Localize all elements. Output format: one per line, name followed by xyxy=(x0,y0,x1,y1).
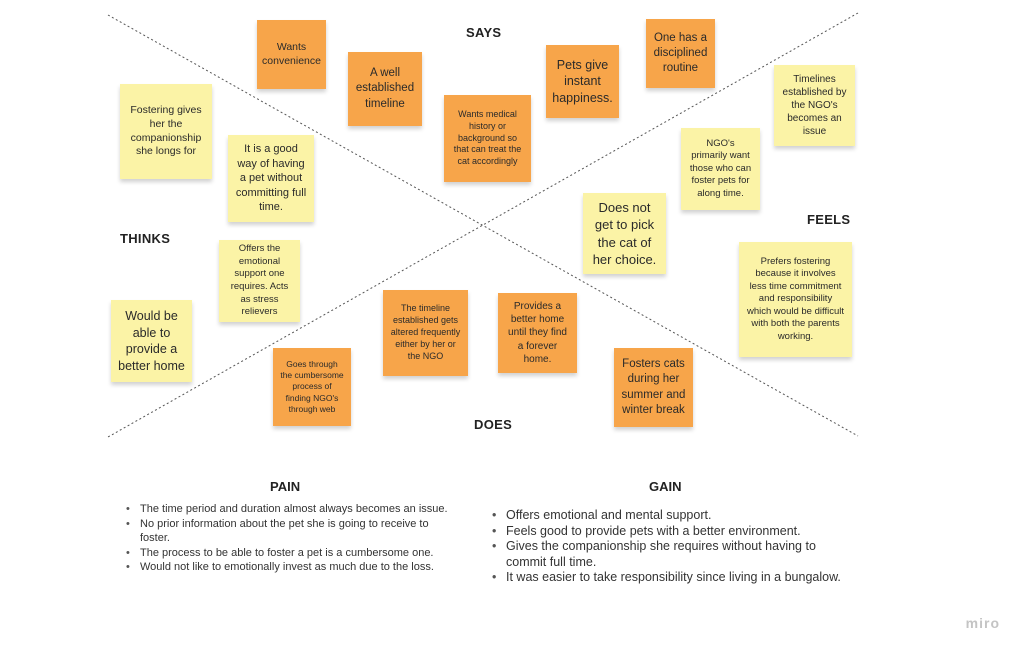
gain-list-item: Feels good to provide pets with a better… xyxy=(492,524,852,540)
pain-list-item: The time period and duration almost alwa… xyxy=(126,502,456,517)
gain-section-title: GAIN xyxy=(649,479,682,494)
sticky-note-text: Pets give instant happiness. xyxy=(552,57,613,105)
sticky-note-text: Provides a better home until they find a… xyxy=(508,301,567,365)
pain-list-item: Would not like to emotionally invest as … xyxy=(126,560,456,575)
gain-list: Offers emotional and mental support. Fee… xyxy=(492,508,852,586)
sticky-note-text: Timelines established by the NGO's becom… xyxy=(782,73,847,138)
sticky-note-text: Wants medical history or background so t… xyxy=(453,108,522,167)
sticky-note[interactable]: A well established timeline xyxy=(348,52,422,126)
sticky-note-text: Wants convenience xyxy=(262,40,321,67)
sticky-note-text: Would be able to provide a better home xyxy=(118,309,185,373)
pain-list: The time period and duration almost alwa… xyxy=(126,502,456,575)
sticky-note-text: Does not get to pick the cat of her choi… xyxy=(592,200,657,267)
sticky-note[interactable]: Would be able to provide a better home xyxy=(111,300,192,382)
sticky-note[interactable]: Offers the emotional support one require… xyxy=(219,240,300,322)
quadrant-label-says: SAYS xyxy=(466,25,502,40)
sticky-note[interactable]: One has a disciplined routine xyxy=(646,19,715,88)
sticky-note[interactable]: Wants medical history or background so t… xyxy=(444,95,531,182)
pain-section-title: PAIN xyxy=(270,479,301,494)
sticky-note[interactable]: The timeline established gets altered fr… xyxy=(383,290,468,376)
sticky-note-text: Prefers fostering because it involves le… xyxy=(747,255,844,342)
sticky-note[interactable]: It is a good way of having a pet without… xyxy=(228,135,314,222)
sticky-note[interactable]: Prefers fostering because it involves le… xyxy=(739,242,852,357)
sticky-note[interactable]: Fostering gives her the companionship sh… xyxy=(120,84,212,179)
sticky-note-text: It is a good way of having a pet without… xyxy=(235,143,307,214)
sticky-note-text: NGO's primarily want those who can foste… xyxy=(689,137,752,199)
sticky-note[interactable]: Wants convenience xyxy=(257,20,326,89)
pain-list-item: No prior information about the pet she i… xyxy=(126,517,456,546)
quadrant-label-does: DOES xyxy=(474,417,513,432)
pain-list-item: The process to be able to foster a pet i… xyxy=(126,546,456,561)
sticky-note[interactable]: Pets give instant happiness. xyxy=(546,45,619,118)
sticky-note[interactable]: Goes through the cumbersome process of f… xyxy=(273,348,351,426)
gain-list-item: Gives the companionship she requires wit… xyxy=(492,539,852,570)
quadrant-label-thinks: THINKS xyxy=(120,231,171,246)
sticky-note-text: One has a disciplined routine xyxy=(653,31,708,75)
diagonal-line-top-right-to-bottom-left xyxy=(107,12,859,438)
sticky-note[interactable]: Timelines established by the NGO's becom… xyxy=(774,65,855,146)
miro-logo: miro xyxy=(965,615,1000,631)
sticky-note[interactable]: Does not get to pick the cat of her choi… xyxy=(583,193,666,274)
sticky-note-text: Fostering gives her the companionship sh… xyxy=(130,103,202,158)
sticky-note-text: Goes through the cumbersome process of f… xyxy=(280,358,344,414)
quadrant-label-feels: FEELS xyxy=(807,212,851,227)
sticky-note[interactable]: Fosters cats during her summer and winte… xyxy=(614,348,693,427)
sticky-note-text: Offers the emotional support one require… xyxy=(230,243,289,318)
sticky-note[interactable]: Provides a better home until they find a… xyxy=(498,293,577,373)
sticky-note[interactable]: NGO's primarily want those who can foste… xyxy=(681,128,760,210)
sticky-note-text: Fosters cats during her summer and winte… xyxy=(621,358,686,416)
diagonal-line-top-left-to-bottom-right xyxy=(107,14,859,437)
gain-list-item: It was easier to take responsibility sin… xyxy=(492,570,852,586)
gain-list-item: Offers emotional and mental support. xyxy=(492,508,852,524)
sticky-note-text: A well established timeline xyxy=(355,67,415,110)
sticky-note-text: The timeline established gets altered fr… xyxy=(390,303,461,361)
